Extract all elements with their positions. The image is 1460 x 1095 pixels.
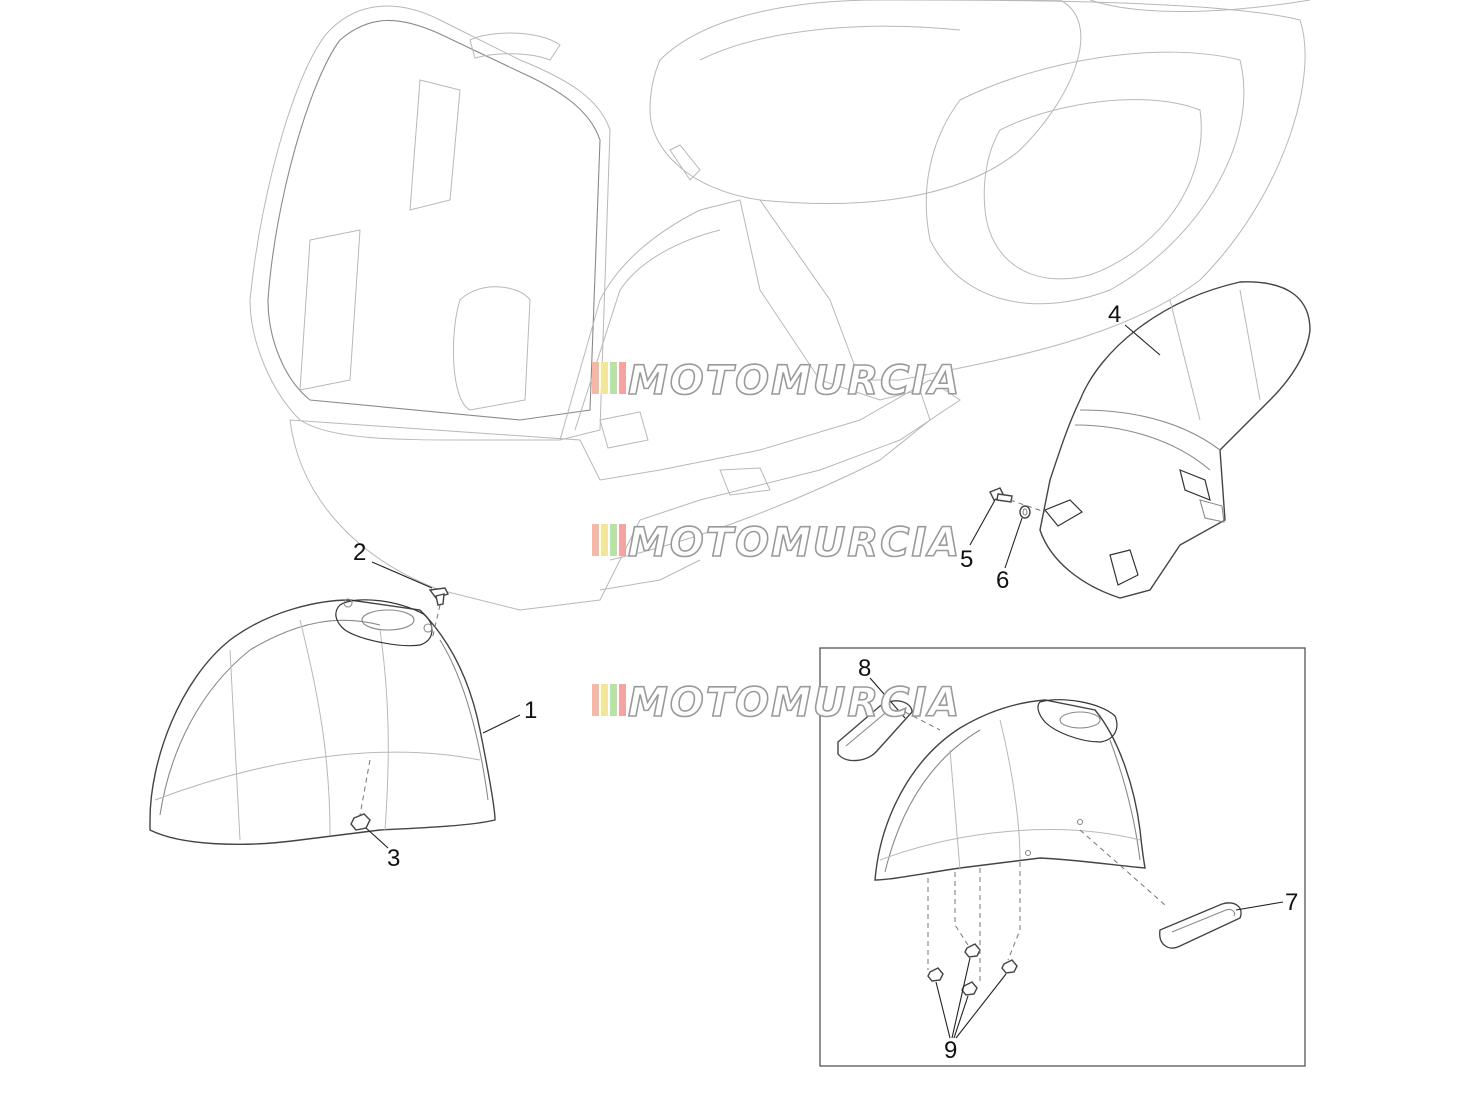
watermark-stripe [601,524,608,556]
watermark-stripe [619,362,626,394]
watermark-stripe [619,524,626,556]
watermark-text: MOTOMURCIA [628,520,961,566]
nuts-part-9 [927,943,1018,996]
callout-7: 7 [1285,889,1298,916]
scooter-body-outline [249,0,1311,611]
leader-lines [365,324,1284,1039]
callout-labels: 1 2 3 4 5 6 7 8 9 [353,301,1298,1064]
screw-part-5 [989,487,1013,503]
watermark-stripe [610,524,617,556]
side-trim-part-7 [1159,902,1242,949]
callout-9: 9 [944,1037,957,1064]
callout-8: 8 [858,655,871,682]
inset-frame [819,647,1306,1067]
callout-4: 4 [1108,301,1121,328]
screw-part-2 [428,587,449,606]
rear-mudguard [1039,281,1311,599]
watermark-2: MOTOMURCIA [592,519,961,567]
watermark-stripe [592,524,599,556]
watermark-stripe [610,684,617,716]
callout-3: 3 [387,845,400,872]
watermark-stripe [601,362,608,394]
watermark-stripe [592,362,599,394]
watermark-stripe [592,684,599,716]
watermark-stripe [619,684,626,716]
washer-part-6 [1019,505,1031,519]
front-mudguard [149,598,496,845]
watermark-text: MOTOMURCIA [628,358,961,404]
watermark-3: MOTOMURCIA [592,679,961,727]
callout-6: 6 [996,567,1009,594]
callout-5: 5 [960,546,973,573]
watermark-text: MOTOMURCIA [628,680,961,726]
assembly-lines [359,499,1166,985]
callout-1: 1 [524,697,537,724]
watermark-1: MOTOMURCIA [592,357,961,405]
callout-2: 2 [353,539,366,566]
watermark-stripe [601,684,608,716]
watermark-stripe [610,362,617,394]
inset-front-mudguard [874,699,1146,881]
